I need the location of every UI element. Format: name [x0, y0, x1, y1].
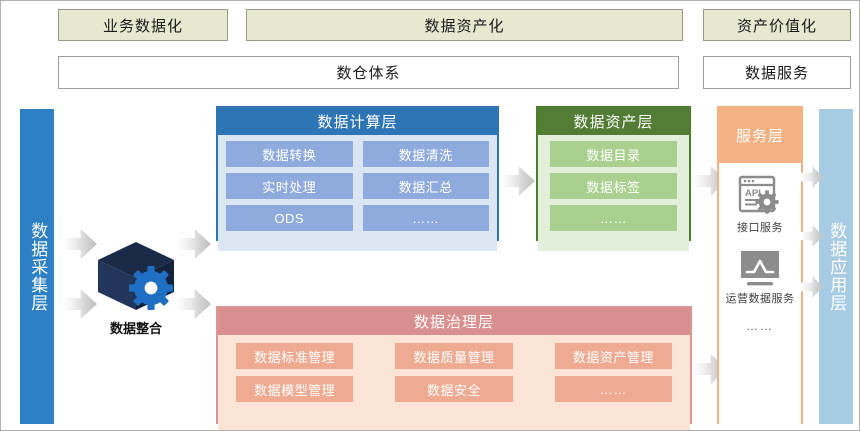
asset-item[interactable]: 数据目录 [550, 141, 677, 167]
service-more-dots: …… [746, 318, 774, 333]
chart-monitor-icon [725, 250, 795, 288]
arrow-integration-to-compute [177, 229, 211, 259]
arrow-collect-to-integration-top [63, 229, 97, 259]
pillar-data-application-layer: 数据应用层 [819, 109, 853, 424]
compute-item[interactable]: 数据汇总 [362, 173, 489, 199]
compute-item[interactable]: 数据转换 [226, 141, 353, 167]
compute-layer-title: 数据计算层 [317, 114, 398, 131]
cube-gear-icon [93, 236, 179, 314]
arrow-collect-to-integration-bottom [63, 289, 97, 319]
service-layer-title: 服务层 [735, 128, 784, 145]
compute-item[interactable]: 数据清洗 [362, 141, 489, 167]
governance-item[interactable]: 数据安全 [395, 376, 513, 402]
governance-item[interactable]: 数据模型管理 [236, 376, 354, 402]
pillar-data-collection-layer: 数据采集层 [20, 109, 54, 424]
asset-item[interactable]: 数据标签 [550, 173, 677, 199]
governance-item[interactable]: …… [554, 376, 672, 402]
api-window-icon: API [725, 175, 795, 217]
panel-data-asset-layer: 数据资产层 数据目录 数据标签 …… [536, 106, 691, 251]
subbanner-data-service: 数据服务 [703, 56, 851, 89]
governance-item[interactable]: 数据标准管理 [236, 343, 354, 369]
banner-asset-valuation: 资产价值化 [703, 9, 851, 41]
panel-service-layer: 服务层 API [717, 106, 803, 430]
arrow-integration-to-governance [177, 289, 211, 319]
service-item-label: 接口服务 [737, 222, 783, 234]
banner-data-assetization: 数据资产化 [246, 9, 683, 41]
svg-text:API: API [745, 188, 761, 199]
compute-item[interactable]: ODS [226, 205, 353, 231]
governance-layer-title: 数据治理层 [413, 314, 494, 331]
banner-business-digitization: 业务数据化 [58, 9, 228, 41]
governance-item[interactable]: 数据资产管理 [554, 343, 672, 369]
subbanner-data-warehouse-system: 数仓体系 [58, 56, 679, 89]
compute-item[interactable]: 实时处理 [226, 173, 353, 199]
compute-item[interactable]: …… [362, 205, 489, 231]
arrow-compute-to-asset [501, 166, 535, 196]
integration-label: 数据整合 [109, 321, 162, 336]
panel-data-governance-layer: 数据治理层 数据标准管理 数据质量管理 数据资产管理 数据模型管理 数据安全 …… [216, 306, 692, 430]
asset-layer-title: 数据资产层 [573, 114, 654, 131]
panel-data-compute-layer: 数据计算层 数据转换 数据清洗 实时处理 数据汇总 ODS …… [216, 106, 499, 251]
asset-item[interactable]: …… [550, 205, 677, 231]
service-item-label: 运营数据服务 [725, 292, 795, 305]
governance-item[interactable]: 数据质量管理 [395, 343, 513, 369]
